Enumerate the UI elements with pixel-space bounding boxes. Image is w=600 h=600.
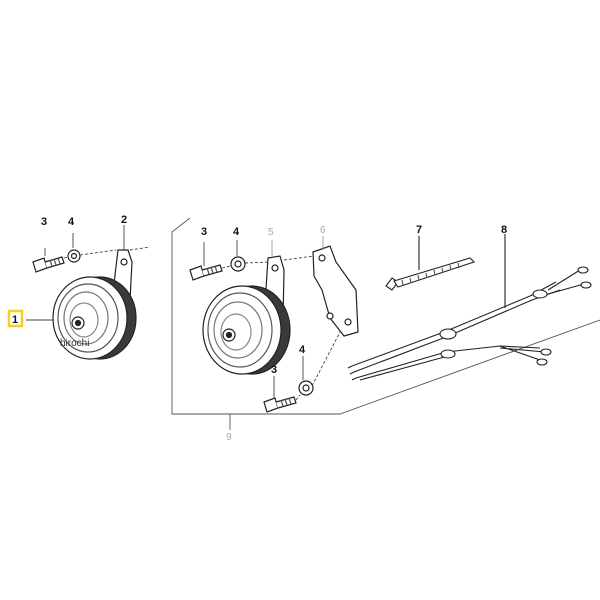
highlight-box-part-1 xyxy=(7,309,24,328)
callout-part-6[interactable]: 6 xyxy=(320,225,326,236)
callout-part-8[interactable]: 8 xyxy=(501,224,507,236)
cable-tie[interactable] xyxy=(385,236,476,291)
washer-left[interactable] xyxy=(67,249,81,263)
washer-middle-upper[interactable] xyxy=(230,256,246,272)
washer-middle-lower[interactable] xyxy=(298,380,314,396)
horn-middle[interactable] xyxy=(202,255,291,375)
horn-left[interactable] xyxy=(52,249,137,360)
callout-part-4-low[interactable]: 4 xyxy=(299,344,306,356)
bolt-middle-lower[interactable] xyxy=(263,396,297,413)
wiring-harness[interactable] xyxy=(347,234,592,381)
bolt-middle-upper[interactable] xyxy=(189,264,223,281)
callout-part-4-left[interactable]: 4 xyxy=(68,216,75,228)
callout-part-9[interactable]: 9 xyxy=(226,432,232,443)
bracket-plate[interactable] xyxy=(312,245,359,337)
assembly-lines-middle xyxy=(203,236,341,401)
assembly-lines-left xyxy=(26,225,151,321)
group-frame-9 xyxy=(171,217,600,430)
callout-part-3-low[interactable]: 3 xyxy=(271,364,277,376)
callout-part-3-left[interactable]: 3 xyxy=(41,216,47,228)
callout-part-1[interactable]: 1 xyxy=(12,314,18,326)
callout-part-7[interactable]: 7 xyxy=(416,224,422,236)
callout-part-5[interactable]: 5 xyxy=(268,227,274,238)
bolt-left[interactable] xyxy=(32,256,65,273)
callout-part-2[interactable]: 2 xyxy=(121,214,127,226)
callout-part-4-mid[interactable]: 4 xyxy=(233,226,240,238)
watermark-text: hirochi xyxy=(60,338,89,349)
callout-part-3-mid[interactable]: 3 xyxy=(201,226,207,238)
